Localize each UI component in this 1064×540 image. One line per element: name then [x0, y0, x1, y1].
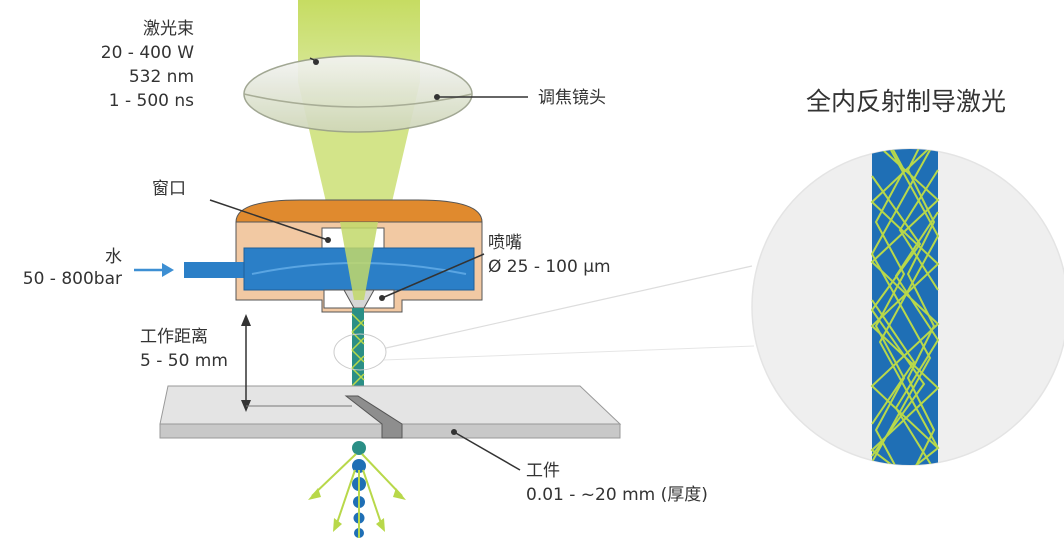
leader-dot-window [325, 237, 331, 243]
leader-workpiece [453, 431, 521, 471]
workpiece-front-right [401, 423, 621, 439]
workpiece-front-left [159, 423, 383, 439]
label-nozzle: 喷嘴 [488, 233, 522, 253]
leader-nozzle [381, 253, 485, 299]
zoom-fiber [872, 149, 938, 465]
label-work-distance-value: 5 - 50 mm [140, 351, 228, 371]
droplet [352, 459, 366, 473]
label-laser-pulse: 1 - 500 ns [109, 91, 194, 111]
magnify-source-circle [333, 333, 387, 371]
label-focus-lens: 调焦镜头 [538, 88, 606, 108]
zoom-fiber-pattern [870, 149, 940, 465]
leader-window [209, 199, 329, 241]
label-water: 水 [105, 247, 122, 267]
water-inlet-pipe [184, 262, 244, 278]
nozzle-orange-cap [235, 199, 483, 223]
label-window: 窗口 [152, 179, 186, 199]
cut-kerf [344, 395, 403, 439]
label-nozzle-size: Ø 25 - 100 µm [488, 257, 611, 277]
label-work-distance: 工作距离 [140, 327, 208, 347]
leader-dot-lens [434, 94, 440, 100]
leader-dot-workpiece [451, 429, 457, 435]
leader-dot-laser [313, 59, 319, 65]
label-laser-wavelength: 532 nm [129, 67, 194, 87]
spray-rays [311, 453, 403, 538]
droplet [352, 441, 366, 455]
label-laser-title: 激光束 [143, 19, 194, 39]
leader-dot-nozzle [379, 295, 385, 301]
work-distance-arrow-top [241, 314, 251, 326]
focus-lens-edge [243, 93, 473, 108]
label-workpiece: 工件 [526, 461, 560, 481]
label-laser-power: 20 - 400 W [101, 43, 194, 63]
label-workpiece-thickness: 0.01 - ~20 mm (厚度) [526, 485, 708, 505]
label-water-pressure: 50 - 800bar [23, 269, 122, 289]
zoom-title: 全内反射制导激光 [806, 87, 1006, 116]
water-arrow-head [162, 263, 174, 277]
magnify-connector-top [385, 265, 753, 349]
focus-lens [243, 55, 473, 133]
magnify-connector-bottom [383, 345, 755, 361]
spray-arrowheads [308, 488, 406, 532]
laser-beam-in-housing [340, 222, 378, 300]
